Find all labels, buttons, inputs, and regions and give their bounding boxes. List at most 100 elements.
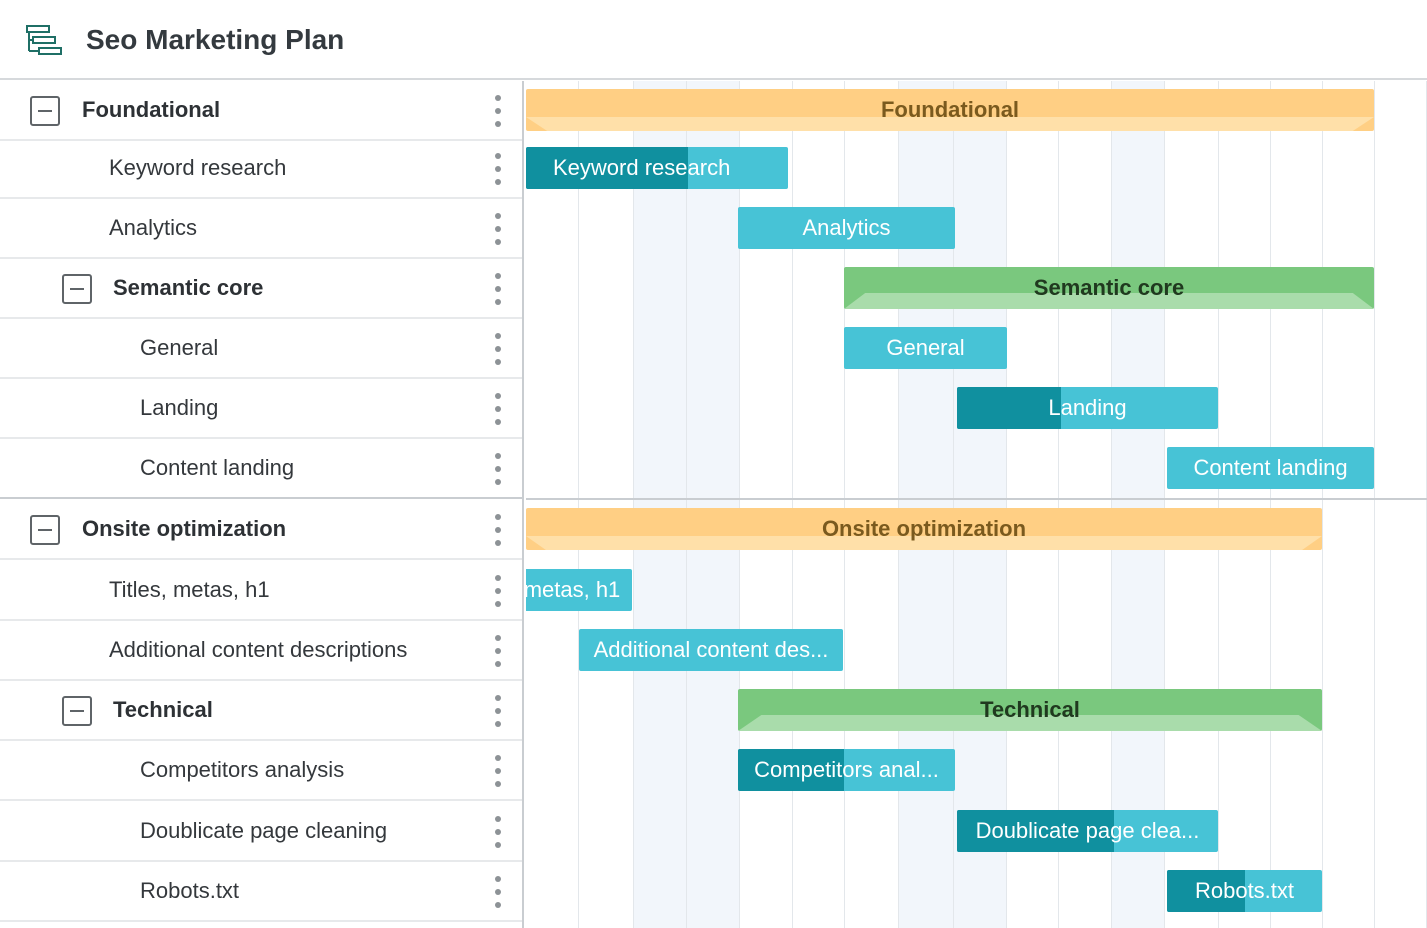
timeline-column <box>687 81 740 928</box>
task-row-landing[interactable]: Landing <box>0 379 522 439</box>
gantt-bar-general[interactable]: General <box>844 327 1007 369</box>
more-options-icon[interactable] <box>491 875 505 909</box>
gantt-bar-keyword-research[interactable]: Keyword research <box>526 147 788 189</box>
bar-label: Robots.txt <box>1194 878 1295 903</box>
gantt-timeline[interactable]: Foundational Keyword research Analytics … <box>526 81 1427 928</box>
progress-fill <box>957 810 1114 852</box>
timeline-column <box>1375 81 1427 928</box>
task-row-general[interactable]: General <box>0 319 522 379</box>
more-options-icon[interactable] <box>491 513 505 547</box>
bar-label: Additional content des... <box>593 637 829 662</box>
task-row-analytics[interactable]: Analytics <box>0 199 522 259</box>
task-row-onsite-optimization[interactable]: Onsite optimization <box>0 500 522 560</box>
task-label: Competitors analysis <box>140 757 345 782</box>
bar-label: Keyword research <box>553 155 731 180</box>
timeline-column <box>954 81 1007 928</box>
bar-decoration <box>526 117 1374 131</box>
timeline-column <box>526 81 579 928</box>
gantt-chart-icon <box>26 25 62 55</box>
gantt-bar-competitors-analysis[interactable]: Competitors anal... <box>738 749 955 791</box>
timeline-column <box>1112 81 1165 928</box>
task-label: Content landing <box>140 455 295 480</box>
task-list-panel: Foundational Keyword research Analytics … <box>0 81 524 928</box>
timeline-column <box>1219 81 1271 928</box>
bar-label: Landing <box>1048 395 1127 420</box>
bar-decoration <box>844 293 1374 309</box>
task-row-robots-txt[interactable]: Robots.txt <box>0 862 522 922</box>
more-options-icon[interactable] <box>491 272 505 306</box>
bar-label: Content landing <box>1193 455 1348 480</box>
bar-decoration <box>738 715 1322 731</box>
timeline-column <box>740 81 793 928</box>
more-options-icon[interactable] <box>491 332 505 366</box>
gantt-bar-technical[interactable]: Technical <box>738 689 1322 731</box>
task-row-competitors-analysis[interactable]: Competitors analysis <box>0 741 522 801</box>
timeline-column <box>1007 81 1059 928</box>
more-options-icon[interactable] <box>491 392 505 426</box>
gantt-bar-additional-content[interactable]: Additional content des... <box>579 629 843 671</box>
task-row-doublicate-page-cleaning[interactable]: Doublicate page cleaning <box>0 802 522 862</box>
progress-fill <box>957 387 1061 429</box>
more-options-icon[interactable] <box>491 694 505 728</box>
bar-decoration <box>526 536 1322 550</box>
task-row-semantic-core[interactable]: Semantic core <box>0 259 522 319</box>
more-options-icon[interactable] <box>491 212 505 246</box>
more-options-icon[interactable] <box>491 574 505 608</box>
timeline-column <box>1059 81 1112 928</box>
timeline-column <box>1271 81 1323 928</box>
task-label: Titles, metas, h1 <box>109 577 270 602</box>
gantt-bar-doublicate-page-cleaning[interactable]: Doublicate page clea... <box>957 810 1218 852</box>
timeline-column <box>579 81 634 928</box>
bar-label: Onsite optimization <box>821 516 1027 541</box>
progress-fill <box>1167 870 1245 912</box>
gantt-bar-robots-txt[interactable]: Robots.txt <box>1167 870 1322 912</box>
task-label: Semantic core <box>113 275 264 300</box>
section-divider <box>526 498 1427 500</box>
task-label: Technical <box>113 697 213 722</box>
bar-label: Foundational <box>880 97 1020 122</box>
page-title: Seo Marketing Plan <box>86 24 345 55</box>
task-label: Doublicate page cleaning <box>140 818 388 843</box>
task-row-titles-metas[interactable]: Titles, metas, h1 <box>0 561 522 621</box>
progress-fill <box>526 147 688 189</box>
gantt-bar-titles-metas[interactable]: metas, h1 <box>526 569 632 611</box>
gantt-bar-foundational[interactable]: Foundational <box>526 89 1374 131</box>
task-row-technical[interactable]: Technical <box>0 681 522 741</box>
bar-label: Doublicate page clea... <box>975 818 1200 843</box>
timeline-column <box>1323 81 1375 928</box>
bar-label: General <box>886 335 965 360</box>
more-options-icon[interactable] <box>491 94 505 128</box>
timeline-column <box>1165 81 1219 928</box>
collapse-toggle-icon[interactable] <box>30 515 60 545</box>
task-row-content-landing[interactable]: Content landing <box>0 439 522 499</box>
timeline-column <box>634 81 687 928</box>
task-label: Onsite optimization <box>82 516 287 541</box>
collapse-toggle-icon[interactable] <box>30 96 60 126</box>
task-row-foundational[interactable]: Foundational <box>0 81 522 141</box>
collapse-toggle-icon[interactable] <box>62 696 92 726</box>
gantt-bar-content-landing[interactable]: Content landing <box>1167 447 1374 489</box>
gantt-bar-semantic-core[interactable]: Semantic core <box>844 267 1374 309</box>
task-label: Analytics <box>109 215 198 240</box>
more-options-icon[interactable] <box>491 452 505 486</box>
gantt-bar-analytics[interactable]: Analytics <box>738 207 955 249</box>
more-options-icon[interactable] <box>491 634 505 668</box>
more-options-icon[interactable] <box>491 152 505 186</box>
bar-label: metas, h1 <box>526 577 621 602</box>
task-row-keyword-research[interactable]: Keyword research <box>0 139 522 199</box>
task-label: General <box>140 335 219 360</box>
task-label: Keyword research <box>109 155 287 180</box>
task-label: Foundational <box>82 97 221 122</box>
gantt-bar-landing[interactable]: Landing <box>957 387 1218 429</box>
gantt-bar-onsite-optimization[interactable]: Onsite optimization <box>526 508 1322 550</box>
bar-label: Competitors anal... <box>754 757 939 782</box>
collapse-toggle-icon[interactable] <box>62 274 92 304</box>
task-row-additional-content[interactable]: Additional content descriptions <box>0 621 522 681</box>
task-label: Landing <box>140 395 219 420</box>
bar-label: Technical <box>980 697 1080 722</box>
more-options-icon[interactable] <box>491 815 505 849</box>
app-header: Seo Marketing Plan <box>0 0 1427 80</box>
more-options-icon[interactable] <box>491 754 505 788</box>
progress-fill <box>738 749 844 791</box>
bar-label: Semantic core <box>1033 275 1185 300</box>
